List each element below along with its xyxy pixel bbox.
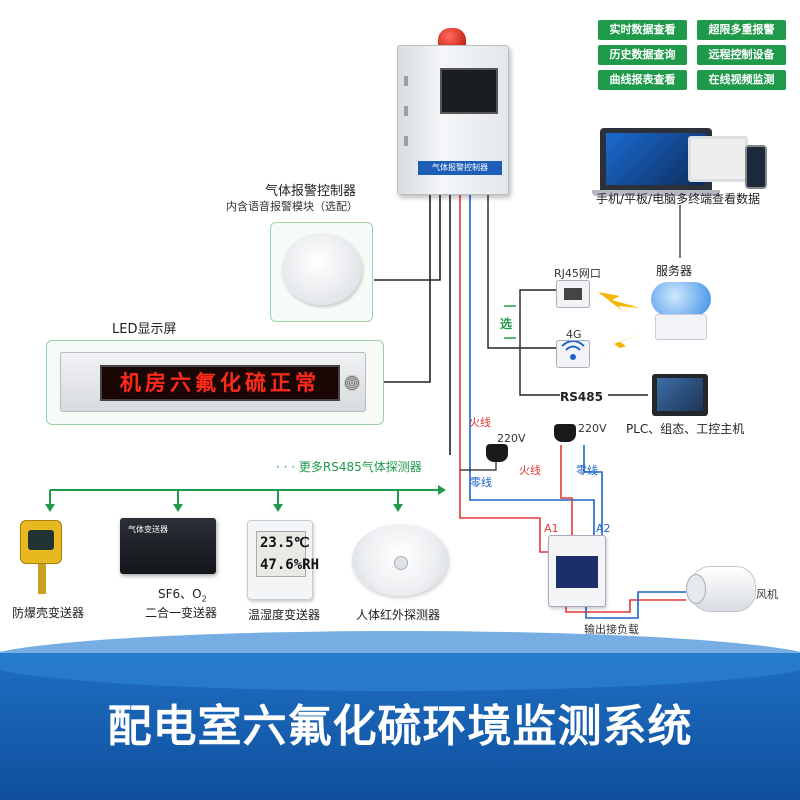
voltage-label: 220V [578, 422, 607, 435]
device-label: 人体红外探测器 [356, 608, 441, 622]
plug-icon [486, 444, 508, 462]
hinge [404, 136, 408, 146]
device-model-sub: 2 [201, 594, 207, 604]
contactor-face [556, 556, 598, 588]
gas-alarm-controller: 气体报警控制器 [397, 45, 509, 195]
lcd-hum: 47.6%RH [260, 557, 320, 573]
a1-label: A1 [544, 522, 559, 535]
signal-icon [561, 340, 585, 360]
voice-alarm-module [282, 233, 362, 305]
led-screen-text: 机房六氟化硫正常 [100, 365, 340, 401]
controller-plate: 气体报警控制器 [418, 161, 502, 175]
feature-badge: 曲线报表查看 [598, 70, 687, 90]
speaker-icon [344, 375, 360, 391]
fan-inlet [686, 574, 706, 604]
transmitter-window [28, 530, 54, 550]
rs485-label: RS485 [560, 390, 603, 404]
pir-sensor-icon [394, 556, 408, 570]
device-label: 防爆壳变送器 [12, 606, 85, 620]
ethernet-port-icon [564, 288, 582, 300]
device-model-prefix: SF6、O [158, 587, 202, 601]
transmitter-pipe [38, 564, 46, 594]
server-base [655, 314, 707, 340]
title-banner [0, 631, 800, 800]
output-label: 输出接负载 [584, 623, 639, 636]
phone-icon [745, 145, 767, 189]
device-label: 二合一变送器 [145, 606, 218, 620]
led-label: LED显示屏 [112, 322, 177, 337]
server-label: 服务器 [656, 264, 693, 278]
plug-icon [554, 424, 576, 442]
feature-badge: 在线视频监测 [697, 70, 786, 90]
transmitter-screen-text: 气体变送器 [128, 525, 168, 534]
temp-humidity-transmitter: 23.5℃ 47.6%RH [247, 520, 320, 600]
plc-label: PLC、组态、工控主机 [626, 422, 745, 436]
alarm-light [438, 28, 466, 48]
cloud-icon [651, 282, 711, 316]
select-label: 选 [500, 317, 513, 331]
live-wire-label: 火线 [469, 416, 491, 429]
desktop-monitor-icon [688, 136, 748, 182]
lcd-display: 23.5℃ 47.6%RH [256, 531, 320, 577]
voltage-label: 220V [497, 432, 526, 445]
device-model: SF6、O2 [158, 585, 207, 603]
feature-badge: 超限多重报警 [697, 20, 786, 40]
controller-subtitle: 内含语音报警模块（选配） [226, 200, 358, 213]
banner-wave [0, 631, 800, 691]
g4-label: 4G [566, 328, 582, 341]
neutral-wire-label: 零线 [576, 464, 598, 477]
live-wire-label: 火线 [519, 464, 541, 477]
4g-module [556, 340, 590, 368]
bus-label: · · · 更多RS485气体探测器 [276, 460, 422, 474]
controller-screen [440, 68, 498, 114]
pir-detector [352, 524, 448, 596]
feature-badge: 历史数据查询 [598, 45, 687, 65]
banner-title: 配电室六氟化硫环境监测系统 [107, 701, 693, 752]
lcd-temp: 23.5℃ [260, 535, 310, 551]
a2-label: A2 [596, 522, 611, 535]
explosion-proof-transmitter [12, 514, 70, 600]
industrial-pc-screen [657, 378, 703, 411]
feature-badge: 远程控制设备 [697, 45, 786, 65]
feature-badge: 实时数据查看 [598, 20, 687, 40]
controller-title: 气体报警控制器 [265, 184, 357, 199]
hinge [404, 76, 408, 86]
dual-gas-transmitter: 气体变送器 [120, 518, 216, 574]
server-icon [645, 278, 717, 344]
laptop-base [592, 190, 720, 196]
rj45-label: RJ45网口 [554, 267, 601, 280]
neutral-wire-label: 零线 [470, 476, 492, 489]
hinge [404, 106, 408, 116]
fan-label: 风机 [756, 588, 778, 601]
device-label: 温湿度变送器 [248, 608, 321, 622]
terminals-label: 手机/平板/电脑多终端查看数据 [596, 192, 761, 206]
